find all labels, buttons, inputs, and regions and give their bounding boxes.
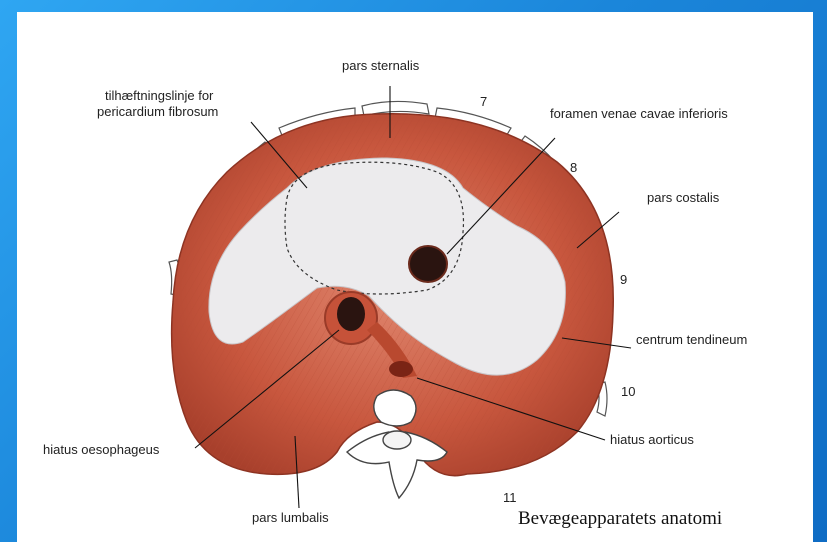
label-pars-lumbalis: pars lumbalis — [252, 510, 329, 526]
hiatus-aorticus-opening — [389, 361, 413, 377]
source-caption: Bevægeapparatets anatomi — [518, 508, 722, 530]
label-attachment-line-2: pericardium fibrosum — [97, 104, 218, 120]
label-attachment-line-1: tilhæftningslinje for — [105, 88, 213, 104]
rib-number-7: 7 — [480, 94, 487, 110]
hiatus-oesophageus-opening — [337, 297, 365, 331]
rib-number-10: 10 — [621, 384, 635, 400]
slide-canvas: pars sternalis tilhæftningslinje for per… — [17, 12, 813, 542]
label-hiatus-oesophageus: hiatus oesophageus — [43, 442, 159, 458]
label-hiatus-aorticus: hiatus aorticus — [610, 432, 694, 448]
rib-number-9: 9 — [620, 272, 627, 288]
rib-number-11: 11 — [503, 490, 517, 506]
rib-number-8: 8 — [570, 160, 577, 176]
foramen-venae-cavae — [409, 246, 447, 282]
label-pars-sternalis: pars sternalis — [342, 58, 419, 74]
label-centrum-tendineum: centrum tendineum — [636, 332, 747, 348]
label-foramen-venae-cavae: foramen venae cavae inferioris — [550, 106, 728, 122]
label-pars-costalis: pars costalis — [647, 190, 719, 206]
